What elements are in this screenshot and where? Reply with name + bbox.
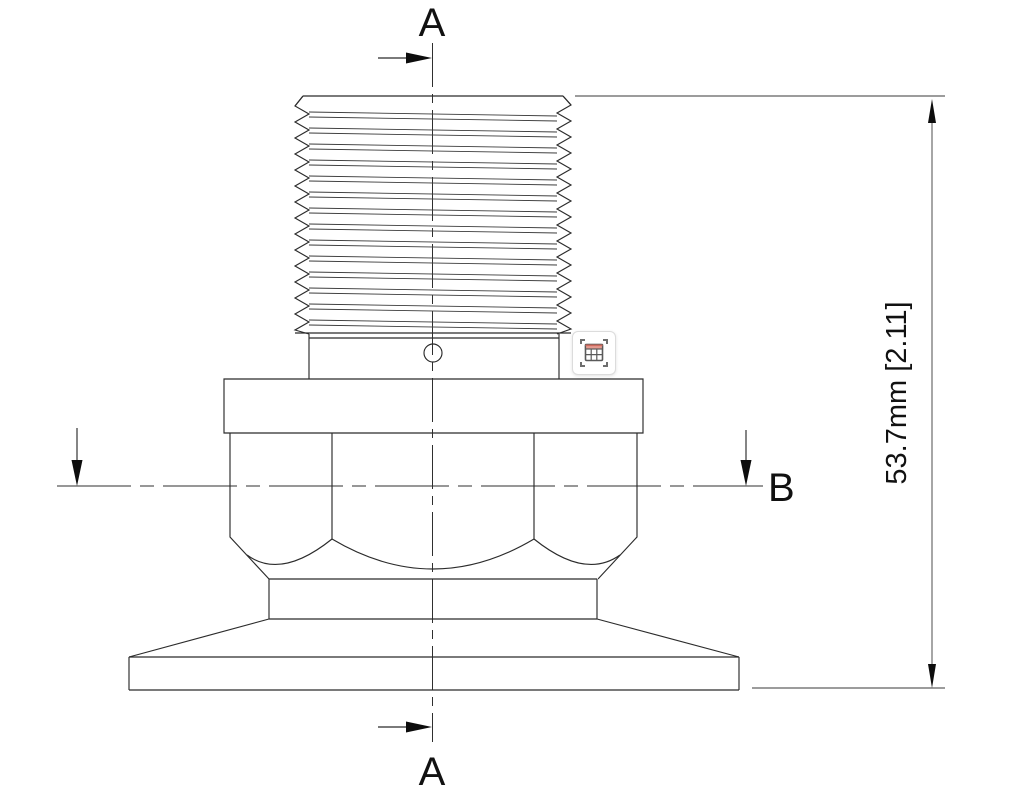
ferrule: [128, 578, 740, 691]
hex-nut: [223, 378, 644, 580]
section-arrow-right: [740, 460, 752, 486]
collar: [308, 334, 560, 379]
viewfinder-brackets: [580, 339, 608, 367]
pin-hole: [423, 343, 443, 363]
dimension-text: 53.7mm [2.11]: [881, 301, 913, 484]
height-dimension: 53.7mm [2.11]: [575, 95, 945, 689]
nut-washer-face: [223, 378, 644, 434]
section-arrow-bottom: [406, 721, 432, 733]
thread-crest-lines: [308, 111, 558, 330]
thread-right-edge: [555, 95, 573, 335]
table-selection-icon-button[interactable]: [572, 331, 616, 375]
section-label-b: B: [768, 466, 795, 510]
thread-left-edge: [293, 95, 311, 335]
section-label-a-top: A: [419, 1, 446, 45]
dimension-arrow-bottom: [928, 664, 936, 688]
dimension-arrow-top: [928, 99, 936, 123]
section-arrow-left: [71, 460, 83, 486]
mini-table-glyph: [584, 343, 604, 362]
centerlines: [57, 43, 763, 742]
table-grid-icon: [580, 339, 608, 367]
section-label-a-bottom: A: [419, 750, 446, 794]
section-b-markers: B: [71, 428, 795, 510]
section-arrow-top: [406, 52, 432, 64]
section-a-markers: A A: [378, 1, 446, 794]
threaded-end: [293, 95, 573, 335]
